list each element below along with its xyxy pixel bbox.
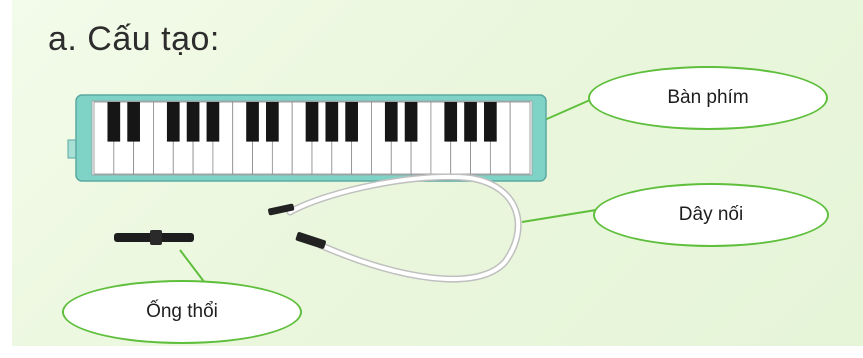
black-key xyxy=(186,102,200,142)
black-key xyxy=(384,102,398,142)
section-title: a. Cấu tạo: xyxy=(48,20,220,58)
label-tube: Dây nối xyxy=(593,183,829,247)
black-key xyxy=(464,102,477,142)
black-key xyxy=(246,102,259,142)
mouthpiece-illustration xyxy=(114,230,194,245)
label-keyboard: Bàn phím xyxy=(588,66,828,130)
black-key xyxy=(484,102,497,142)
white-key xyxy=(509,101,531,175)
black-key xyxy=(127,102,140,142)
black-key xyxy=(444,102,458,142)
keyboard-connector-line xyxy=(539,99,591,123)
black-key xyxy=(325,102,339,142)
black-key xyxy=(166,102,180,142)
label-mouthpiece: Ống thổi xyxy=(62,280,302,344)
melodica-keyboard-illustration xyxy=(67,94,547,182)
black-key xyxy=(305,102,319,142)
black-key xyxy=(206,102,220,142)
connecting-tube-illustration xyxy=(268,173,522,283)
black-key xyxy=(266,102,279,142)
tube-connector-line xyxy=(521,209,597,223)
black-key xyxy=(404,102,418,142)
black-key xyxy=(107,102,121,142)
mouthpiece-connector-line xyxy=(179,249,206,284)
black-keys xyxy=(107,102,497,142)
black-key xyxy=(345,102,358,142)
